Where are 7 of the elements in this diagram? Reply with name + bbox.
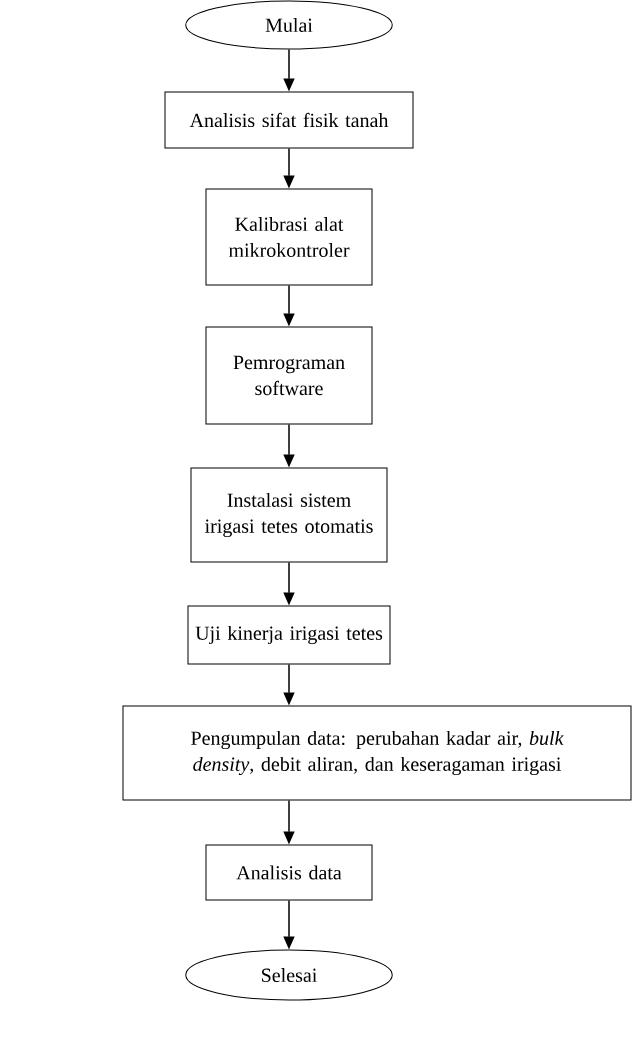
process-box: Kalibrasi alat mikrokontroler	[205, 188, 373, 286]
process-box: Instalasi sistem irigasi tetes otomatis	[190, 467, 388, 563]
process-box: Analisis data	[205, 844, 373, 901]
process-box: Pemrograman software	[205, 326, 373, 425]
process-box: Pengumpulan data: perubahan kadar air, bulk density, debit aliran, dan keseragaman irigasi	[122, 705, 632, 801]
process-box: Analisis sifat fisik tanah	[164, 91, 414, 149]
process-box: Uji kinerja irigasi tetes	[187, 605, 391, 665]
